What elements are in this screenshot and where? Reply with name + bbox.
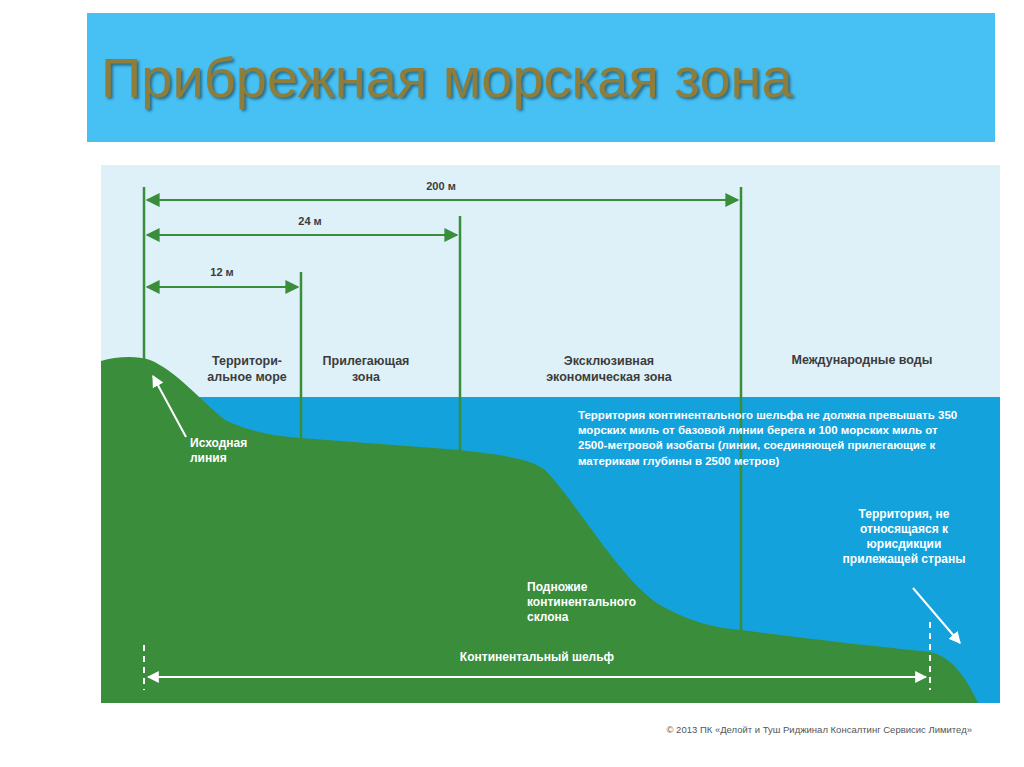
dimension-label: 200 м [391, 180, 491, 194]
shelf-label: Континентальный шельф [437, 650, 637, 665]
dimension-label: 12 м [187, 266, 257, 280]
boundary-line [459, 216, 462, 451]
leader-arrow [153, 376, 186, 437]
copyright: © 2013 ПК «Делойт и Туш Риджинал Консалт… [600, 724, 972, 736]
slide-title: Прибрежная морская зона [101, 50, 793, 106]
slope-label: Подножие континентального склона [527, 580, 652, 625]
dimension-label: 24 м [270, 215, 350, 229]
zone-label: Прилегающая зона [311, 354, 421, 385]
dimension-arrow [147, 286, 298, 288]
shelf-note: Территория континентального шельфа не до… [578, 408, 963, 469]
zone-label: Международные воды [762, 353, 962, 369]
zone-label: Территори- альное море [198, 354, 296, 385]
title-band [87, 13, 995, 142]
boundary-line [143, 187, 146, 690]
jurisdiction-note: Территория, не относящаяся к юрисдикции … [838, 507, 970, 567]
boundary-line [740, 187, 743, 690]
leader-arrow [913, 588, 960, 643]
land [101, 357, 978, 703]
zone-label: Эксклюзивная экономическая зона [534, 354, 684, 385]
dimension-arrow [147, 199, 738, 201]
boundary-line [300, 272, 303, 440]
dimension-arrow [148, 676, 926, 678]
dimension-arrow [147, 234, 457, 236]
baseline-label: Исходная линия [190, 436, 270, 466]
dashed-limit [143, 645, 145, 690]
sky [101, 165, 1000, 397]
dashed-limit [929, 622, 931, 690]
